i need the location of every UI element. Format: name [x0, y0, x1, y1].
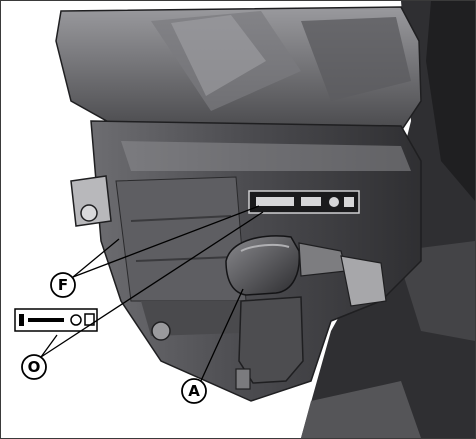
- callout-f: F: [50, 272, 76, 298]
- leader-line-o-left: [40, 334, 58, 358]
- choke-lever-icon: [225, 235, 387, 307]
- mount-bracket: [70, 175, 112, 227]
- leader-lines: [40, 205, 264, 384]
- leader-line-f-decal: [72, 205, 260, 278]
- callout-a-label: A: [188, 382, 200, 400]
- leader-line-f: [72, 238, 120, 278]
- leader-line-a: [199, 288, 244, 384]
- air-cleaner-cover: [55, 6, 422, 132]
- callout-f-label: F: [58, 276, 68, 294]
- carburetor-bowl: [151, 296, 304, 390]
- decal-symbol-icon: [14, 308, 98, 332]
- leader-line-o: [40, 211, 264, 358]
- callout-o: O: [21, 354, 47, 380]
- callout-o-label: O: [28, 358, 41, 376]
- fuel-decal-icon: [248, 190, 360, 214]
- callout-a: A: [181, 378, 207, 404]
